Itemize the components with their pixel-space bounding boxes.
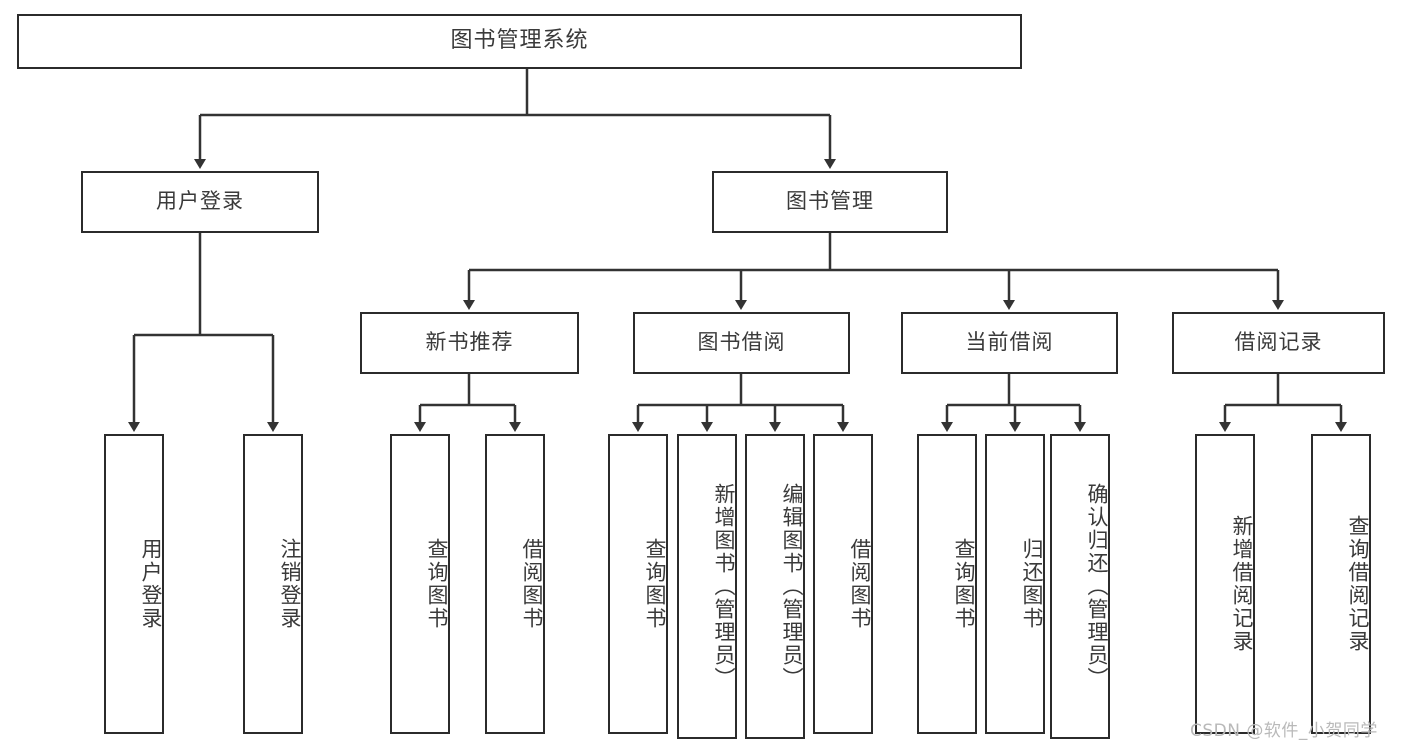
csdn-watermark: CSDN @软件_小贺同学 [1190, 721, 1378, 741]
node-leaf-query-book-recommend[interactable]: 查询图书 [390, 434, 450, 734]
node-label: 图书借阅 [697, 330, 786, 355]
node-label: 编辑图书（管理员） [780, 483, 804, 690]
node-label: 新增图书（管理员） [712, 483, 736, 690]
node-label: 查询图书 [643, 538, 667, 630]
node-leaf-query-borrow-record[interactable]: 查询借阅记录 [1311, 434, 1371, 734]
node-label: 查询借阅记录 [1346, 515, 1370, 653]
node-label: 用户登录 [156, 189, 244, 214]
node-label: 当前借阅 [965, 330, 1054, 355]
node-label: 新增借阅记录 [1230, 515, 1254, 653]
node-leaf-add-borrow-record[interactable]: 新增借阅记录 [1195, 434, 1255, 734]
node-label: 注销登录 [278, 538, 302, 630]
node-leaf-confirm-return-admin[interactable]: 确认归还（管理员） [1050, 434, 1110, 739]
node-label: 用户登录 [139, 538, 163, 630]
node-label: 确认归还（管理员） [1085, 483, 1109, 690]
node-label: 借阅图书 [520, 538, 544, 630]
node-leaf-query-book-borrow[interactable]: 查询图书 [608, 434, 668, 734]
node-label: 新书推荐 [425, 330, 514, 355]
node-leaf-user-login[interactable]: 用户登录 [104, 434, 164, 734]
node-label: 图书管理系统 [450, 28, 589, 54]
node-leaf-borrow-book[interactable]: 借阅图书 [813, 434, 873, 734]
node-book-borrowing[interactable]: 图书借阅 [633, 312, 850, 374]
node-new-book-recommendation[interactable]: 新书推荐 [360, 312, 579, 374]
node-leaf-add-book-admin[interactable]: 新增图书（管理员） [677, 434, 737, 739]
node-current-borrowing[interactable]: 当前借阅 [901, 312, 1118, 374]
node-book-management[interactable]: 图书管理 [712, 171, 948, 233]
node-leaf-query-book-current[interactable]: 查询图书 [917, 434, 977, 734]
node-label: 借阅图书 [848, 538, 872, 630]
node-label: 图书管理 [786, 189, 874, 214]
node-leaf-edit-book-admin[interactable]: 编辑图书（管理员） [745, 434, 805, 739]
node-label: 查询图书 [952, 538, 976, 630]
node-label: 借阅记录 [1234, 330, 1323, 355]
node-label: 归还图书 [1020, 538, 1044, 630]
node-borrowing-record[interactable]: 借阅记录 [1172, 312, 1385, 374]
node-leaf-logout[interactable]: 注销登录 [243, 434, 303, 734]
node-user-login[interactable]: 用户登录 [81, 171, 319, 233]
node-leaf-borrow-book-recommend[interactable]: 借阅图书 [485, 434, 545, 734]
node-label: 查询图书 [425, 538, 449, 630]
node-root-book-management-system[interactable]: 图书管理系统 [17, 14, 1022, 69]
node-leaf-return-book[interactable]: 归还图书 [985, 434, 1045, 734]
